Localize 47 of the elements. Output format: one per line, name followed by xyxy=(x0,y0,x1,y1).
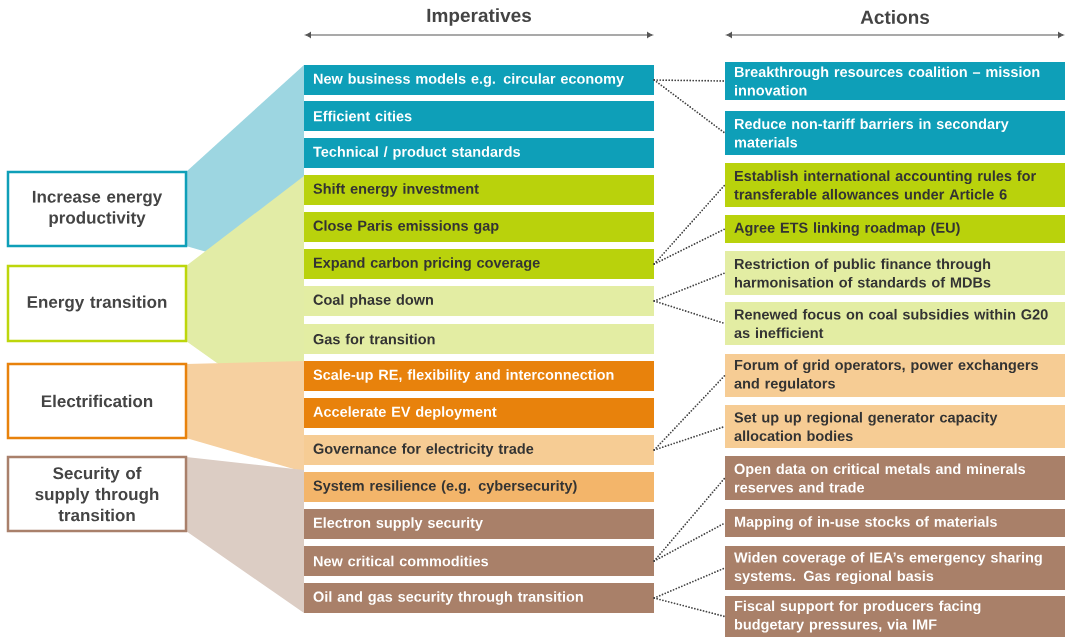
node-label: Coal phase down xyxy=(313,294,433,308)
imperative-box: Oil and gas security through transition xyxy=(304,583,654,613)
dotted-connector xyxy=(653,374,726,451)
imperative-box: Gas for transition xyxy=(304,324,654,354)
action-box: Renewed focus on coal subsidies within G20 as inefficient xyxy=(725,302,1065,345)
dotted-connector xyxy=(653,567,726,599)
action-box: Forum of grid operators, power exchangers and regulators xyxy=(725,354,1065,397)
action-box: Fiscal support for producers facing budgetary pressures, via IMF xyxy=(725,596,1065,637)
imperative-box: System resilience (e.g. cybersecurity) xyxy=(304,472,654,502)
dotted-connector xyxy=(653,597,726,618)
action-box: Establish international accounting rules for transferable allowances under Article 6 xyxy=(725,163,1065,207)
dotted-connector xyxy=(653,477,726,562)
category-box: Electrification xyxy=(6,362,188,440)
action-box: Widen coverage of IEA’s emergency sharing systems. Gas regional basis xyxy=(725,546,1065,590)
imperative-box: Technical / product standards xyxy=(304,138,654,168)
column-header: Imperatives xyxy=(427,8,531,26)
imperative-box: Coal phase down xyxy=(304,286,654,316)
column-header: Actions xyxy=(860,10,930,24)
dotted-connector xyxy=(653,184,726,265)
category-box: Security of supply through transition xyxy=(6,455,188,533)
action-box: Set up up regional generator capacity allocation bodies xyxy=(725,405,1065,448)
imperative-box: Electron supply security xyxy=(304,509,654,539)
action-box: Open data on critical metals and minerals reserves and trade xyxy=(725,456,1065,500)
imperative-box: Accelerate EV deployment xyxy=(304,398,654,428)
category-box: Increase energy productivity xyxy=(6,170,188,248)
dotted-connector xyxy=(653,425,726,451)
imperative-box: Shift energy investment xyxy=(304,175,654,205)
category-box: Energy transition xyxy=(6,264,188,343)
imperative-box: New business models e.g. circular economy xyxy=(304,65,654,95)
action-box: Reduce non-tariff barriers in secondary materials xyxy=(725,111,1065,155)
imperative-box: Scale-up RE, flexibility and interconnection xyxy=(304,361,654,391)
node-label: Gas for transition xyxy=(313,333,435,345)
dotted-connector xyxy=(653,300,726,325)
dotted-connector xyxy=(653,79,726,134)
imperative-box: Expand carbon pricing coverage xyxy=(304,249,654,279)
imperative-box: Governance for electricity trade xyxy=(304,435,654,465)
action-box: Breakthrough resources coalition – mission innovation xyxy=(725,62,1065,100)
dotted-connector xyxy=(653,272,726,302)
imperative-box: Efficient cities xyxy=(304,101,654,131)
action-box: Agree ETS linking roadmap (EU) xyxy=(725,215,1065,243)
dotted-connector xyxy=(653,522,726,562)
action-box: Restriction of public finance through harmonisation of standards of MDBs xyxy=(725,251,1065,295)
imperative-box: Close Paris emissions gap xyxy=(304,212,654,242)
action-box: Mapping of in-use stocks of materials xyxy=(725,509,1065,537)
dotted-connector xyxy=(653,228,726,265)
imperative-box: New critical commodities xyxy=(304,546,654,576)
dotted-connector xyxy=(653,79,726,82)
